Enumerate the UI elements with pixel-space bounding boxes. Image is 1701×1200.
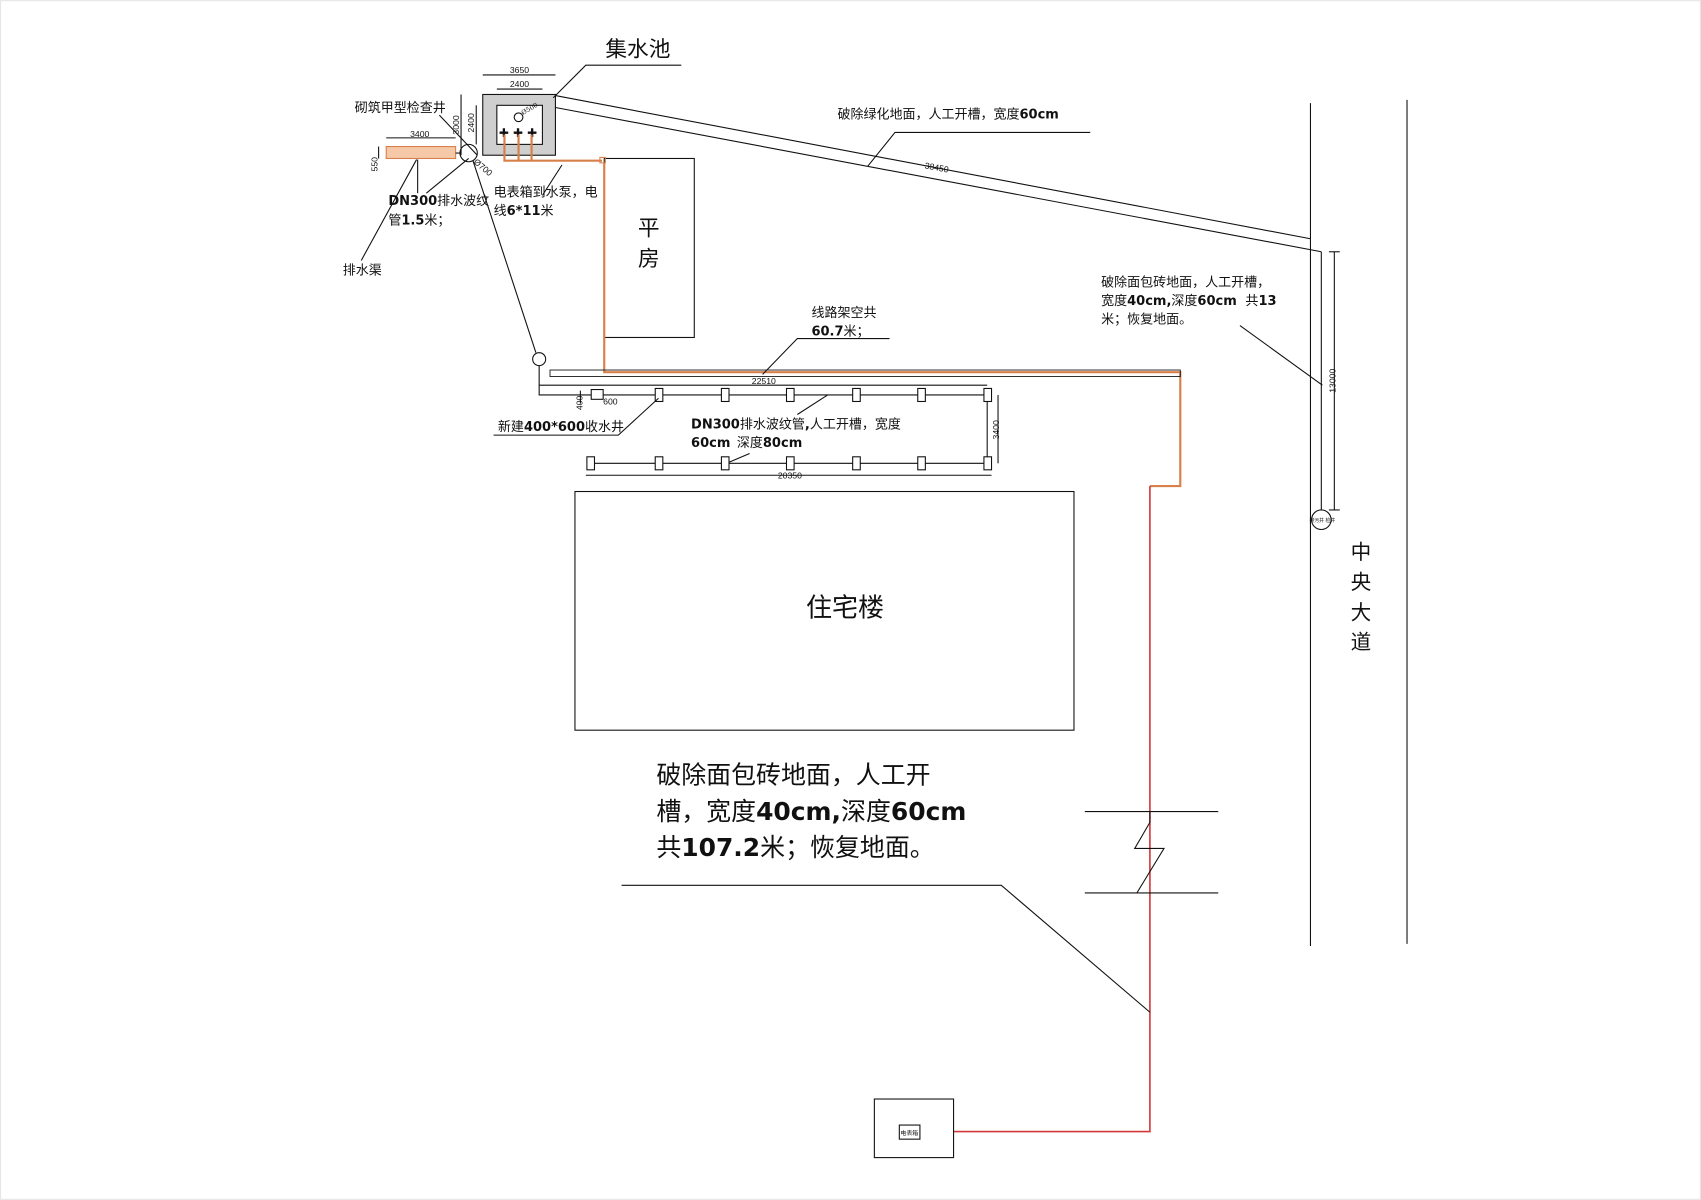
- drainage-channel: [385, 146, 457, 160]
- pavilion-label-1: 平: [638, 217, 660, 242]
- svg-text:✚: ✚: [499, 126, 509, 140]
- svg-text:✚: ✚: [513, 126, 523, 140]
- pool-title: 集水池: [605, 38, 670, 63]
- residential-building: [574, 490, 1075, 731]
- meter-box: [898, 1124, 921, 1140]
- dn300-long-label-1: DN300排水波纹管,人工开槽，宽度: [691, 417, 901, 433]
- dn300-short-label: DN300排水波纹: [388, 194, 489, 209]
- svg-text:央: 央: [1351, 570, 1372, 594]
- green-area-label: 破除绿化地面，人工开槽，宽度60cm: [837, 106, 1058, 122]
- dim-road-pipe: 13000: [1327, 369, 1337, 393]
- svg-text:道: 道: [1351, 630, 1372, 654]
- overhead-label-1: 线路架空共: [811, 305, 876, 321]
- brick-right-label-1: 破除面包砖地面，人工开槽，: [1101, 275, 1270, 290]
- overhead-label-2: 60.7米；: [811, 324, 869, 339]
- pavilion-label-2: 房: [638, 247, 660, 272]
- power-to-pump-label-1: 电表箱到水泵，电: [494, 184, 598, 200]
- road-well: [1311, 509, 1332, 531]
- drain-channel-label: 排水渠: [343, 264, 382, 279]
- dim-pipe-to-road: 38450: [924, 160, 950, 174]
- pump-icons: ✚ ✚ ✚: [499, 126, 537, 140]
- power-to-pump-label-2: 线6*11米: [494, 204, 554, 219]
- dn300-short-label-2: 管1.5米；: [388, 214, 450, 229]
- dim-pool-height: 3000: [451, 115, 461, 134]
- dim-channel-length: 3400: [410, 129, 429, 139]
- brick-right-label-3: 米；恢复地面。: [1101, 312, 1192, 327]
- inspection-well-label: 砌筑甲型检查井: [355, 100, 446, 116]
- brick-main-label-1: 破除面包砖地面，人工开: [656, 760, 930, 789]
- break-symbol: [1084, 810, 1219, 894]
- dim-row-length: 20350: [778, 471, 802, 481]
- new-catch-basin: [590, 389, 604, 400]
- svg-text:✚: ✚: [527, 126, 537, 140]
- power-line-buried: [919, 486, 1151, 1133]
- dim-pool-outer: 3650: [510, 65, 529, 75]
- pipe-to-road: [555, 95, 1311, 240]
- building-label: 住宅楼: [806, 593, 884, 623]
- svg-text:大: 大: [1351, 601, 1372, 625]
- dim-well-width: 600: [603, 397, 618, 407]
- new-well-label: 新建400*600收水井: [498, 419, 624, 435]
- brick-main-label-3: 共107.2米；恢复地面。: [656, 833, 934, 862]
- meter-box-label: 电表箱: [900, 1129, 918, 1137]
- pavilion: [603, 157, 695, 339]
- road-well-label: 排污井 检井: [1309, 517, 1335, 524]
- catch-basins: [586, 387, 993, 471]
- dim-pool-height-inner: 2400: [466, 113, 476, 132]
- dim-pool-inner: 2400: [510, 79, 529, 89]
- dim-channel-width: 550: [370, 157, 380, 172]
- dim-row-spacing: 3400: [991, 420, 1001, 439]
- brick-main-label-2: 槽，宽度40cm,深度60cm: [656, 797, 966, 826]
- dim-overhead-run: 22510: [752, 376, 776, 386]
- dim-well-height: 400: [575, 396, 585, 411]
- road-name: 中 央 大 道: [1351, 540, 1372, 654]
- svg-text:中: 中: [1351, 540, 1372, 564]
